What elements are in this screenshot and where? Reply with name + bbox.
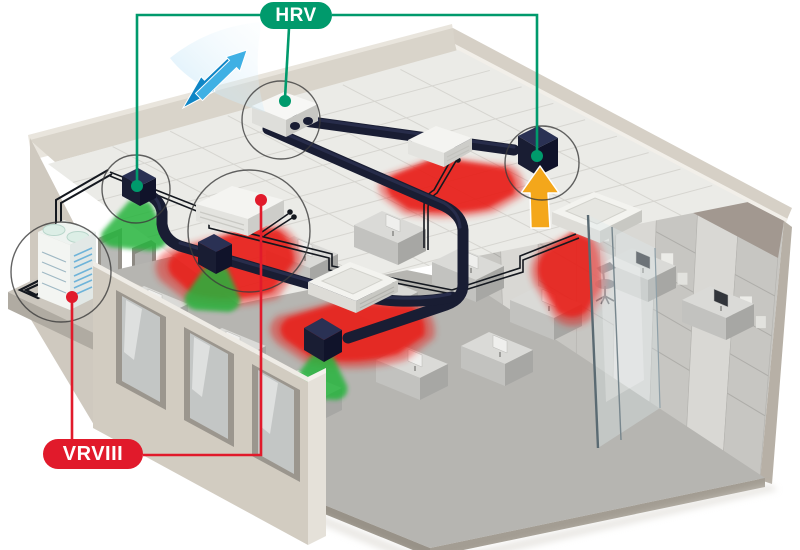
window-opening — [116, 290, 166, 410]
window-opening — [252, 364, 300, 482]
office-desk — [604, 248, 676, 302]
hrv-callout-lines — [131, 13, 543, 192]
desktop-monitor — [635, 250, 651, 273]
wall-panel — [649, 192, 698, 433]
hrv-label-text: HRV — [275, 4, 317, 26]
ceiling-cassette-c — [308, 262, 398, 313]
duct-outlet-box-3 — [304, 318, 342, 362]
vrv-outdoor-unit — [38, 169, 113, 310]
office-desk — [354, 211, 426, 265]
cassette-d-supply-cone — [537, 232, 601, 317]
hrv-label: HRV — [260, 2, 332, 29]
window-opening — [184, 327, 234, 447]
outdoor-unit-vents — [73, 247, 93, 296]
desktop-monitor — [385, 213, 401, 236]
vrv-callout-lines — [66, 194, 267, 457]
vrv-label: VRVIII — [43, 439, 143, 469]
front-wall — [93, 261, 326, 545]
duct-outlet-box-4 — [198, 234, 232, 274]
blue-arrow-up-icon — [194, 49, 248, 102]
vrv-label-text: VRVIII — [62, 442, 124, 465]
desktop-monitor — [492, 334, 508, 357]
office-desk — [461, 332, 533, 386]
desktop-monitor — [713, 288, 729, 311]
exhaust-up-arrow-icon — [520, 165, 560, 229]
glass-partition — [586, 214, 661, 449]
office-desk — [682, 286, 754, 340]
ceiling-cassette-d — [552, 192, 642, 243]
outdoor-air-exchange — [170, 22, 265, 112]
annotation-circles — [10, 80, 580, 323]
indoor-unit-b — [408, 126, 472, 167]
